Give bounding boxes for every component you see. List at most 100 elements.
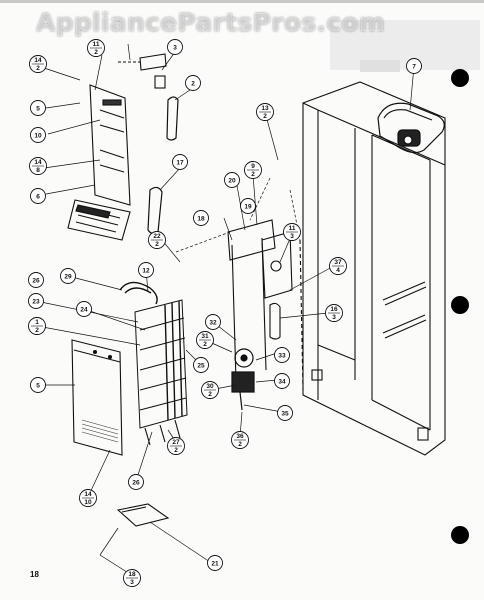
part-10-air-duct-panel <box>89 84 131 206</box>
refrigerator-cabinet <box>299 81 446 456</box>
svg-text:2: 2 <box>94 49 98 56</box>
svg-text:14: 14 <box>34 159 42 166</box>
svg-text:2: 2 <box>36 65 40 72</box>
callout-14-2: 142 <box>29 55 47 73</box>
callout-30-2: 302 <box>201 381 219 399</box>
svg-text:2: 2 <box>208 391 212 398</box>
part-3-bracket <box>118 53 167 89</box>
svg-text:18: 18 <box>197 216 205 223</box>
callout-14-8: 148 <box>29 157 47 175</box>
svg-text:5: 5 <box>36 383 40 390</box>
svg-text:20: 20 <box>228 178 236 185</box>
callout-13-2: 132 <box>256 103 274 121</box>
callout-20: 20 <box>224 172 240 188</box>
svg-text:4: 4 <box>336 267 340 274</box>
callout-12: 12 <box>138 262 154 278</box>
callout-18-3: 183 <box>123 569 141 587</box>
binder-hole-top <box>451 69 469 87</box>
callout-11-2: 112 <box>87 39 105 57</box>
callout-18: 18 <box>193 210 209 226</box>
svg-text:21: 21 <box>211 561 219 568</box>
callout-27-2: 272 <box>167 437 185 455</box>
svg-text:10: 10 <box>84 499 92 506</box>
svg-text:1: 1 <box>35 319 39 326</box>
svg-text:7: 7 <box>412 64 416 71</box>
svg-text:3: 3 <box>130 579 134 586</box>
svg-text:2: 2 <box>251 171 255 178</box>
svg-text:14: 14 <box>34 57 42 64</box>
part-5-evaporator-cover <box>71 339 123 456</box>
callout-31-2: 312 <box>196 331 214 349</box>
svg-text:11: 11 <box>289 225 296 232</box>
callout-26-bottom: 26 <box>128 474 144 490</box>
callout-10: 10 <box>30 127 46 143</box>
callout-26-top: 26 <box>28 272 44 288</box>
svg-text:31: 31 <box>201 333 209 340</box>
binder-hole-middle <box>451 296 469 314</box>
part-27-drain-tube <box>144 419 181 446</box>
svg-text:30: 30 <box>206 383 214 390</box>
svg-text:24: 24 <box>80 307 88 314</box>
svg-text:2: 2 <box>203 341 207 348</box>
callout-1-2: 12 <box>28 317 46 335</box>
callout-34: 34 <box>274 373 290 389</box>
svg-text:3: 3 <box>332 314 336 321</box>
callout-2: 2 <box>185 75 201 91</box>
binder-hole-bottom <box>451 526 469 544</box>
svg-text:25: 25 <box>197 363 205 370</box>
part-33-fan-motor <box>231 348 255 411</box>
svg-text:37: 37 <box>334 259 342 266</box>
svg-text:18: 18 <box>128 571 136 578</box>
svg-text:32: 32 <box>209 320 217 327</box>
scan-noise-top <box>0 0 484 72</box>
callout-25: 25 <box>193 357 209 373</box>
part-2-bracket <box>166 96 179 141</box>
part-6-damper-housing <box>67 199 131 241</box>
callout-24: 24 <box>76 301 92 317</box>
callout-35: 35 <box>277 405 293 421</box>
svg-text:26: 26 <box>32 278 40 285</box>
svg-text:12: 12 <box>142 268 150 275</box>
svg-text:2: 2 <box>35 327 39 334</box>
svg-text:16: 16 <box>330 306 338 313</box>
callout-9-2: 92 <box>244 161 262 179</box>
svg-text:2: 2 <box>238 441 242 448</box>
callout-19: 19 <box>240 198 256 214</box>
part-7-ice-assembly <box>377 102 445 154</box>
callout-29: 29 <box>60 268 76 284</box>
callout-11-3: 113 <box>283 223 301 241</box>
svg-text:2: 2 <box>191 81 195 88</box>
callout-22-2: 222 <box>148 231 166 249</box>
callout-33: 33 <box>274 347 290 363</box>
callout-32: 32 <box>205 314 221 330</box>
svg-text:14: 14 <box>84 491 92 498</box>
part-23-evaporator <box>134 299 188 429</box>
svg-text:36: 36 <box>236 433 244 440</box>
callout-37-4: 374 <box>329 257 347 275</box>
svg-text:23: 23 <box>32 299 40 306</box>
callout-7: 7 <box>406 58 422 74</box>
svg-text:33: 33 <box>278 353 286 360</box>
svg-text:2: 2 <box>155 241 159 248</box>
page-number: 18 <box>30 570 39 579</box>
svg-text:27: 27 <box>172 439 180 446</box>
callout-3: 3 <box>167 39 183 55</box>
svg-text:2: 2 <box>174 447 178 454</box>
part-29-tube <box>119 281 158 305</box>
svg-text:10: 10 <box>34 133 42 140</box>
callout-23: 23 <box>28 293 44 309</box>
svg-text:6: 6 <box>36 194 40 201</box>
part-21-drip-tray <box>116 503 170 527</box>
callout-5-bottom: 5 <box>30 377 46 393</box>
part-17-bracket <box>147 186 163 235</box>
svg-text:19: 19 <box>244 204 252 211</box>
callout-5-top: 5 <box>30 100 46 116</box>
watermark-text: AppliancePartsPros.com <box>36 8 386 37</box>
svg-text:3: 3 <box>173 45 177 52</box>
svg-text:13: 13 <box>261 105 269 112</box>
svg-text:3: 3 <box>290 233 294 240</box>
svg-text:17: 17 <box>176 160 184 167</box>
